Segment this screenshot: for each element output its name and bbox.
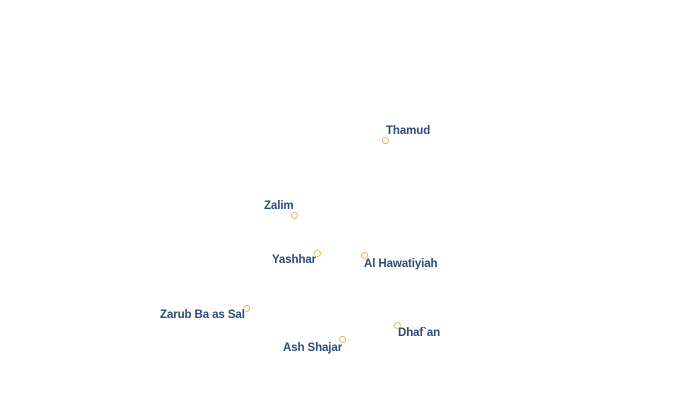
place-label: Ash Shajar <box>283 342 343 354</box>
place-marker-icon[interactable] <box>242 304 250 312</box>
place-marker-icon[interactable] <box>393 321 401 329</box>
place-marker-icon[interactable] <box>360 251 368 259</box>
place-label: Zarub Ba as Sal <box>160 309 245 321</box>
place-marker-icon[interactable] <box>381 136 389 144</box>
place-label: Yashhar <box>272 254 317 266</box>
place-label: Dhaf`an <box>398 327 441 339</box>
place-marker-icon[interactable] <box>313 249 321 257</box>
place-label: Al Hawatiyiah <box>364 258 438 270</box>
place-label: Thamud <box>386 125 431 137</box>
place-label: Zalim <box>264 200 294 212</box>
place-marker-icon[interactable] <box>338 335 346 343</box>
place-marker-icon[interactable] <box>290 211 298 219</box>
